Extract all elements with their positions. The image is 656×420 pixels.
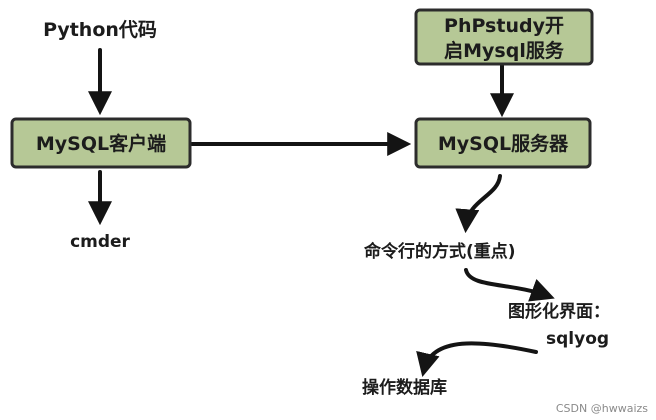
mysql-client-label: MySQL客户端	[36, 132, 166, 155]
mysql-server-label: MySQL服务器	[438, 132, 569, 155]
watermark: CSDN @hwwaizs	[556, 402, 648, 415]
gui-label-line1: 图形化界面：	[508, 301, 610, 322]
phpstudy-label-line2: 启Mysql服务	[444, 39, 565, 62]
arrow-gui-to-operate-db	[416, 341, 538, 378]
phpstudy-label-line1: PhPstudy开	[444, 15, 564, 37]
phpstudy-node: PhPstudy开 启Mysql服务	[414, 8, 594, 66]
arrow-command-line-to-gui	[464, 268, 555, 302]
gui-label-line2: sqlyog	[546, 329, 609, 349]
python-code-label: Python代码	[43, 19, 157, 41]
mysql-server-node: MySQL服务器	[414, 117, 592, 169]
arrow-server-to-command-line	[455, 174, 502, 234]
operate-db-label: 操作数据库	[362, 377, 447, 398]
command-line-label: 命令行的方式(重点)	[363, 241, 516, 262]
cmder-label: cmder	[70, 232, 130, 252]
mysql-client-node: MySQL客户端	[10, 117, 192, 169]
